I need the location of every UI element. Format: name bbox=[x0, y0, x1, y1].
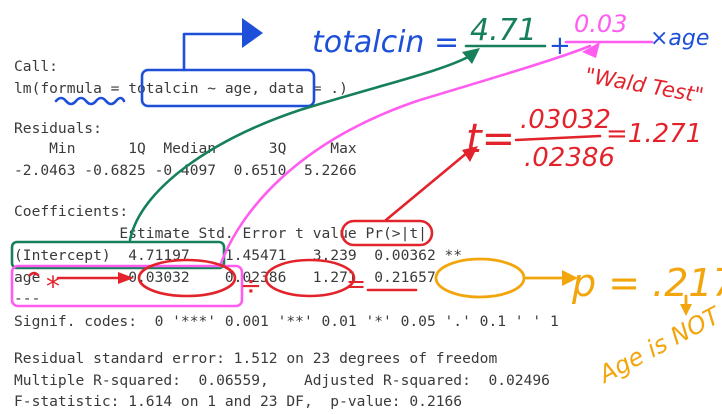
p-value-label: p = .217 bbox=[571, 261, 722, 305]
t-fraction-bar bbox=[514, 134, 602, 142]
age-arrowhead bbox=[118, 272, 134, 284]
intercept-box bbox=[10, 240, 226, 270]
residuals-header: Residuals: bbox=[14, 120, 102, 137]
call-header: Call: bbox=[14, 58, 58, 75]
equation-slope: 0.03 bbox=[574, 10, 627, 38]
formula-squiggle bbox=[54, 96, 126, 106]
formula-box bbox=[140, 68, 316, 108]
t-arrow-line bbox=[384, 150, 470, 222]
signif-codes: Signif. codes: 0 '***' 0.001 '**' 0.01 '… bbox=[14, 313, 559, 330]
slope-curve bbox=[218, 44, 592, 268]
t-result: =1.271 bbox=[606, 119, 702, 149]
t-numerator: .03032 bbox=[520, 105, 611, 135]
f-statistic-line: F-statistic: 1.614 on 1 and 23 DF, p-val… bbox=[14, 393, 463, 410]
equation-times-age: ×age bbox=[650, 26, 709, 51]
equation-intercept: 4.71 bbox=[470, 13, 537, 48]
intercept-arrowhead bbox=[462, 48, 480, 64]
call-line: lm(formula = totalcin ~ age, data = .) bbox=[14, 80, 348, 97]
wald-test-label: "Wald Test" bbox=[583, 63, 705, 107]
residuals-values: -2.0463 -0.6825 -0.4097 0.6510 5.2266 bbox=[14, 162, 357, 179]
conclusion-arrowhead bbox=[680, 304, 692, 316]
coefficients-columns: Estimate Std. Error t value Pr(>|t|) bbox=[14, 225, 436, 242]
coefficient-separator: --- bbox=[14, 290, 41, 307]
std-error-circle bbox=[264, 258, 356, 298]
r-squared-line: Multiple R-squared: 0.06559, Adjusted R-… bbox=[14, 372, 550, 389]
equals-sign: = bbox=[346, 270, 366, 298]
t-arrowhead bbox=[462, 146, 478, 162]
t-value-circle bbox=[340, 219, 434, 247]
estimate-circle bbox=[137, 258, 237, 298]
t-label: t= bbox=[466, 116, 515, 162]
age-squiggle bbox=[28, 271, 40, 277]
t-denominator: .02386 bbox=[524, 143, 615, 173]
divide-sign: ÷ bbox=[240, 271, 262, 301]
formula-arrowhead bbox=[242, 18, 263, 48]
equation-lhs: totalcin = bbox=[312, 25, 459, 60]
residuals-columns: Min 1Q Median 3Q Max bbox=[14, 140, 357, 157]
formula-arrow-line bbox=[182, 32, 247, 72]
age-row-box bbox=[10, 264, 244, 308]
residual-standard-error: Residual standard error: 1.512 on 23 deg… bbox=[14, 350, 498, 367]
star-mark: * bbox=[46, 270, 60, 303]
slope-arrowhead bbox=[582, 42, 600, 58]
intercept-curve bbox=[128, 54, 472, 242]
p-value-circle bbox=[434, 257, 526, 299]
p-arrowhead bbox=[562, 270, 578, 286]
coefficients-header: Coefficients: bbox=[14, 203, 129, 220]
